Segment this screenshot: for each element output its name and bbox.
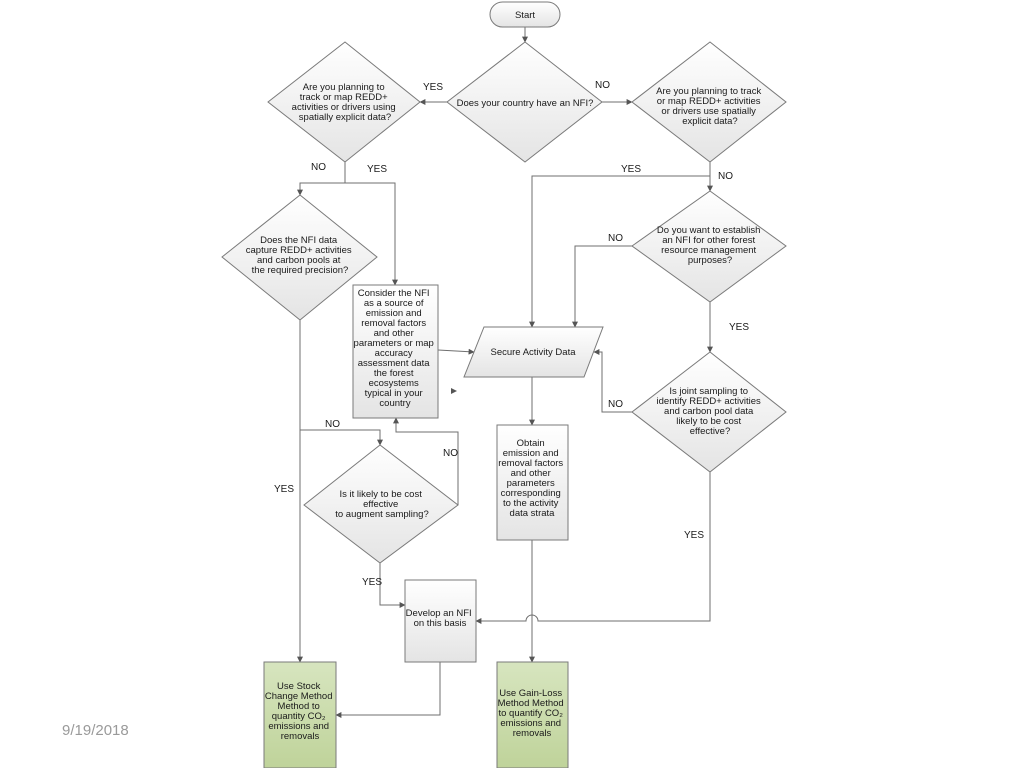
decision-joint-sampling: Is joint sampling to identify REDD+ acti…	[631, 351, 787, 473]
decision-augment-sampling-label: Is it likely to be cost effective to aug…	[335, 489, 428, 520]
connector-joint-yes	[475, 472, 711, 624]
terminal-stock-change: Use Stock Change Method Method to quanti…	[263, 661, 337, 768]
slide-date: 9/19/2018	[62, 722, 129, 739]
decision-left-track: Are you planning to track or map REDD+ a…	[267, 41, 421, 163]
decision-augment-sampling: Is it likely to be cost effective to aug…	[303, 444, 459, 564]
decision-right-track: Are you planning to track or map REDD+ a…	[631, 41, 787, 163]
process-develop-nfi: Develop an NFI on this basis	[404, 579, 477, 663]
decision-nfi-capture-label: Does the NFI data capture REDD+ activiti…	[246, 235, 355, 276]
connector-joint-no	[593, 349, 632, 413]
connector-establish-no	[572, 245, 632, 328]
edge-label-yes: YES	[423, 82, 443, 93]
edge-label-yes: YES	[684, 530, 704, 541]
edge-label-no: NO	[608, 233, 623, 244]
data-secure-activity-label: Secure Activity Data	[490, 347, 576, 358]
connector-augment-yes	[379, 563, 406, 608]
decision-establish-nfi: Do you want to establish an NFI for othe…	[631, 190, 787, 303]
edge-label-no: NO	[718, 171, 733, 182]
process-obtain-factors: Obtain emission and removal factors and …	[496, 424, 569, 541]
decision-joint-sampling-label: Is joint sampling to identify REDD+ acti…	[657, 386, 764, 437]
process-obtain-factors-label: Obtain emission and removal factors and …	[498, 438, 566, 519]
edge-labels: YES NO NO YES YES NO NO YES NO NO NO YES…	[274, 80, 749, 588]
connector-develop-to-stock	[335, 662, 441, 718]
start-label: Start	[515, 10, 535, 21]
stray-arrow-mid	[451, 388, 457, 394]
decision-establish-nfi-label: Do you want to establish an NFI for othe…	[657, 225, 763, 266]
edge-label-no: NO	[443, 448, 458, 459]
terminal-stock-change-label: Use Stock Change Method Method to quanti…	[265, 681, 335, 742]
connector-augment-no	[393, 417, 459, 505]
terminal-gain-loss: Use Gain-Loss Method Method to quantify …	[496, 661, 569, 768]
edge-label-no: NO	[595, 80, 610, 91]
process-consider-nfi-label: Consider the NFI as a source of emission…	[354, 288, 437, 409]
edge-label-yes: YES	[367, 164, 387, 175]
connector-left-track-yes	[345, 182, 398, 286]
edge-label-no: NO	[608, 399, 623, 410]
process-develop-nfi-label: Develop an NFI on this basis	[406, 608, 475, 629]
edge-label-yes: YES	[729, 322, 749, 333]
process-consider-nfi: Consider the NFI as a source of emission…	[352, 284, 439, 419]
decision-nfi: Does your country have an NFI?	[446, 41, 603, 163]
decision-right-track-label: Are you planning to track or map REDD+ a…	[656, 86, 764, 127]
connector-left-track-no	[297, 162, 346, 196]
data-secure-activity: Secure Activity Data	[463, 326, 604, 378]
decision-left-track-label: Are you planning to track or map REDD+ a…	[292, 82, 399, 123]
edge-label-no: NO	[325, 419, 340, 430]
edge-label-no: NO	[311, 162, 326, 173]
edge-label-yes: YES	[621, 164, 641, 175]
connector-consider-to-secure	[437, 348, 475, 355]
edge-label-yes: YES	[362, 577, 382, 588]
connector-capture-no	[300, 429, 383, 446]
connectors	[255, 27, 713, 718]
start-terminal: Start	[489, 1, 561, 28]
terminal-gain-loss-label: Use Gain-Loss Method Method to quantify …	[498, 688, 567, 739]
decision-nfi-capture: Does the NFI data capture REDD+ activiti…	[221, 194, 378, 321]
decision-nfi-label: Does your country have an NFI?	[457, 98, 594, 109]
edge-label-yes: YES	[274, 484, 294, 495]
